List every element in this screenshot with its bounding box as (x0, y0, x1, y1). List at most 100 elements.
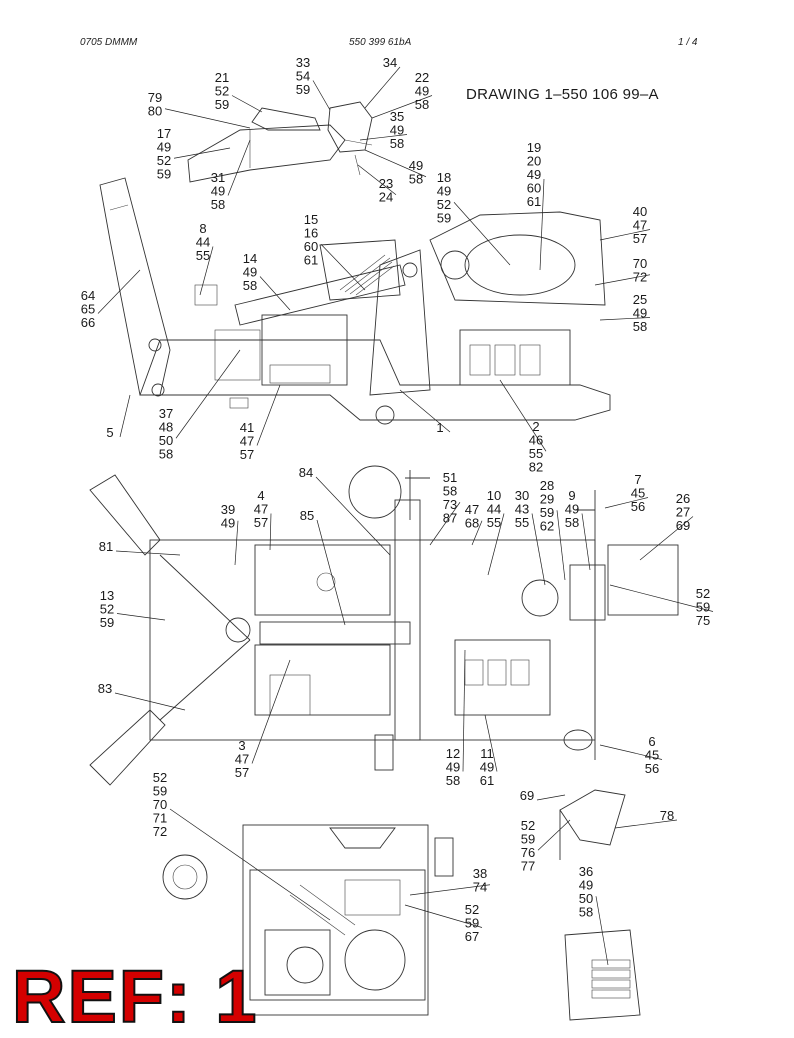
leader-line (429, 502, 461, 546)
leader-line (251, 659, 291, 764)
leader-line (536, 794, 566, 801)
machine-side-view (99, 177, 611, 425)
callout-number: 57 (235, 765, 249, 780)
callout-number: 49 (157, 140, 171, 155)
callout-number: 3 (238, 738, 245, 753)
callout-number: 20 (527, 154, 541, 169)
leader-line (97, 269, 141, 314)
callout-number: 59 (465, 916, 479, 931)
callout-number: 23 (379, 176, 393, 191)
callout-number: 37 (159, 406, 173, 421)
callout-number: 55 (487, 515, 501, 530)
callout-number: 59 (296, 82, 310, 97)
callout-1: 1 (436, 420, 443, 435)
callout-34: 34 (383, 55, 397, 70)
callout-number: 73 (443, 497, 457, 512)
callout-number: 43 (515, 502, 529, 517)
header-drawing-code: 0705 DMMM (80, 37, 138, 48)
callout-number: 11 (480, 746, 494, 761)
leader-line (594, 274, 651, 286)
leader-line (114, 692, 186, 711)
leader-line (639, 516, 694, 561)
callout-number: 58 (446, 773, 460, 788)
callout-number: 61 (480, 773, 494, 788)
callout-number: 50 (579, 891, 593, 906)
callout-number: 25 (633, 292, 647, 307)
callout-number: 10 (487, 488, 501, 503)
leader-line (231, 95, 263, 113)
callout-number: 47 (633, 218, 647, 233)
callout-number: 44 (196, 235, 210, 250)
callout-number: 36 (579, 864, 593, 879)
callout-number: 21 (215, 70, 229, 85)
callout-number: 56 (645, 761, 659, 776)
callout-number: 5 (106, 425, 113, 440)
callout-number: 55 (196, 248, 210, 263)
callout-number: 15 (304, 212, 318, 227)
callout-number: 49 (579, 878, 593, 893)
callout-number: 38 (473, 866, 487, 881)
callout-number: 68 (465, 516, 479, 531)
leader-line (259, 276, 291, 311)
callout-number: 16 (304, 226, 318, 241)
header-page-number: 1 / 4 (678, 37, 698, 48)
leader-line (364, 149, 427, 178)
callout-number: 62 (540, 519, 554, 534)
callout-number: 50 (159, 433, 173, 448)
callout-number: 74 (473, 880, 487, 895)
leader-line (471, 520, 483, 546)
leader-line (164, 108, 251, 129)
leader-line (539, 178, 545, 271)
callout-number: 60 (304, 239, 318, 254)
leader-line (537, 819, 571, 851)
callout-number: 14 (243, 251, 257, 266)
callout-number: 49 (480, 760, 494, 775)
leader-line (173, 147, 231, 159)
callout-number: 64 (81, 288, 95, 303)
callout-number: 34 (383, 55, 397, 70)
leader-line (409, 884, 491, 896)
callout-number: 22 (415, 70, 429, 85)
callout-number: 65 (81, 302, 95, 317)
callout-number: 49 (446, 760, 460, 775)
callout-number: 40 (633, 204, 647, 219)
callout-number: 58 (633, 319, 647, 334)
callout-number: 80 (148, 104, 162, 119)
leader-line (227, 139, 251, 196)
leader-line (116, 613, 166, 621)
leader-line (604, 497, 649, 509)
switch-panel-detail (564, 929, 641, 1021)
callout-number: 67 (465, 929, 479, 944)
leader-line (599, 744, 663, 760)
callout-number: 24 (379, 190, 393, 205)
callout-number: 28 (540, 478, 554, 493)
callout-number: 52 (696, 586, 710, 601)
callout-number: 60 (527, 181, 541, 196)
callout-number: 82 (529, 460, 543, 475)
callout-83: 83 (98, 681, 112, 696)
callout-number: 52 (153, 770, 167, 785)
callout-number: 70 (633, 256, 647, 271)
callout-number: 83 (98, 681, 112, 696)
callout-number: 59 (153, 784, 167, 799)
leader-line (599, 317, 651, 321)
callout-number: 29 (540, 492, 554, 507)
callout-number: 49 (633, 306, 647, 321)
leader-line (531, 513, 546, 586)
leader-line (316, 519, 346, 626)
callout-number: 66 (81, 315, 95, 330)
callout-number: 54 (296, 69, 310, 84)
